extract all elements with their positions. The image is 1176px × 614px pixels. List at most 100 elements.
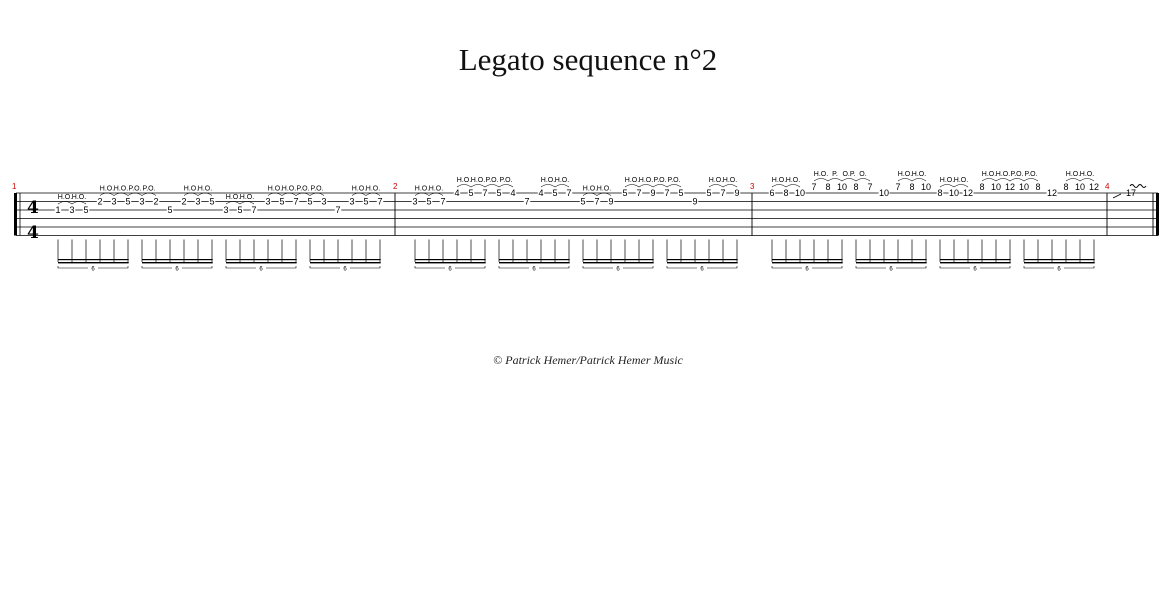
beam-secondary <box>415 259 486 261</box>
tuplet-bracket <box>666 266 738 269</box>
tuplet-number: 6 <box>259 267 263 273</box>
fret-mask <box>96 196 104 206</box>
legato-slur <box>99 192 115 196</box>
barlines <box>14 193 1159 236</box>
technique-label: P.O. <box>142 186 155 193</box>
fret-number: 2 <box>153 197 158 207</box>
technique-label: H.O. <box>723 177 737 184</box>
fret-number: 5 <box>468 188 473 198</box>
beam <box>1024 262 1095 264</box>
fret-number: 8 <box>1035 182 1040 192</box>
fret-number: 12 <box>1089 182 1099 192</box>
fret-number: 7 <box>566 188 571 198</box>
fret-mask <box>194 196 202 206</box>
tuplet-number: 6 <box>889 267 893 273</box>
technique-label: H.O. <box>282 186 296 193</box>
technique-label: P.O. <box>499 177 512 184</box>
fret-number: 5 <box>426 197 431 207</box>
fret-number: 10 <box>949 188 959 198</box>
legato-slur <box>225 201 241 205</box>
fret-mask <box>649 188 657 197</box>
fret-mask <box>68 205 76 214</box>
fret-mask <box>635 188 643 197</box>
technique-label: P.O. <box>667 177 680 184</box>
fret-mask <box>292 196 300 206</box>
fret-mask <box>691 196 699 206</box>
score-title: Legato sequence n°2 <box>458 42 718 77</box>
fret-mask <box>152 196 160 206</box>
legato-slur <box>939 184 955 188</box>
legato-slur <box>71 201 87 205</box>
fret-mask <box>481 188 489 197</box>
fret-number: 1 <box>55 205 60 215</box>
legato-slur <box>197 192 213 196</box>
technique-label: H.O. <box>709 177 723 184</box>
fret-number: 9 <box>692 197 697 207</box>
fret-mask <box>278 196 286 206</box>
legato-slur <box>540 184 556 188</box>
beam-secondary <box>772 259 843 261</box>
tuplet-bracket <box>309 266 381 269</box>
technique-label: H.O. <box>1080 171 1094 178</box>
fret-number: 7 <box>482 188 487 198</box>
legato-slur <box>554 184 570 188</box>
fret-mask <box>348 196 356 206</box>
beam <box>415 262 486 264</box>
fret-number: 3 <box>349 197 354 207</box>
fret-mask <box>782 188 790 197</box>
tuplet-number: 6 <box>532 267 536 273</box>
fret-mask <box>453 188 461 197</box>
fret-number: 4 <box>538 188 543 198</box>
fret-number: 10 <box>795 188 805 198</box>
legato-slur <box>127 192 143 196</box>
fret-number: 10 <box>879 188 889 198</box>
legato-slur <box>239 201 255 205</box>
legato-slur <box>1065 178 1081 182</box>
legato-slur <box>652 184 668 188</box>
tuplet-bracket <box>771 266 843 269</box>
tuplet-number: 6 <box>175 267 179 273</box>
fret-mask <box>579 196 587 206</box>
fret-number: 3 <box>321 197 326 207</box>
fret-number: 10 <box>1019 182 1029 192</box>
fret-number: 8 <box>937 188 942 198</box>
time-signature-bottom: 4 <box>27 223 39 243</box>
fret-number: 3 <box>195 197 200 207</box>
beam-secondary <box>310 259 381 261</box>
technique-label: H.O. <box>366 186 380 193</box>
tuplet-number: 6 <box>973 267 977 273</box>
legato-slur <box>281 192 297 196</box>
technique-label: H.O. <box>184 186 198 193</box>
legato-slur <box>1079 178 1095 182</box>
measure-number: 3 <box>750 182 755 191</box>
measure-number: 2 <box>393 182 398 191</box>
tuplet-number: 6 <box>448 267 452 273</box>
fret-mask <box>180 196 188 206</box>
fret-mask <box>264 196 272 206</box>
fret-mask <box>320 196 328 206</box>
legato-slur <box>113 192 129 196</box>
legato-slur <box>708 184 724 188</box>
technique-label: H.O. <box>240 194 254 201</box>
technique-label: H.O. <box>457 177 471 184</box>
legato-slur <box>141 192 157 196</box>
notes-layer: 161H.O.3H.O.52H.O.3H.O.5P.O.63P.O.252H.O… <box>12 171 1147 273</box>
legato-slur <box>897 178 913 182</box>
fret-mask <box>222 205 230 214</box>
tuplet-bracket <box>939 266 1011 269</box>
technique-label: H.O. <box>555 177 569 184</box>
technique-label: H.O. <box>268 186 282 193</box>
fret-number: 7 <box>293 197 298 207</box>
fret-mask <box>82 205 90 214</box>
technique-label: P.O. <box>296 186 309 193</box>
tuplet-bracket <box>855 266 927 269</box>
fret-mask <box>236 205 244 214</box>
technique-label: H.O. <box>198 186 212 193</box>
measure-number: 4 <box>1105 182 1110 191</box>
fret-number: 7 <box>524 197 529 207</box>
fret-number: 3 <box>412 197 417 207</box>
fret-number: 9 <box>650 188 655 198</box>
technique-label: H.O. <box>639 177 653 184</box>
fret-number: 3 <box>69 205 74 215</box>
